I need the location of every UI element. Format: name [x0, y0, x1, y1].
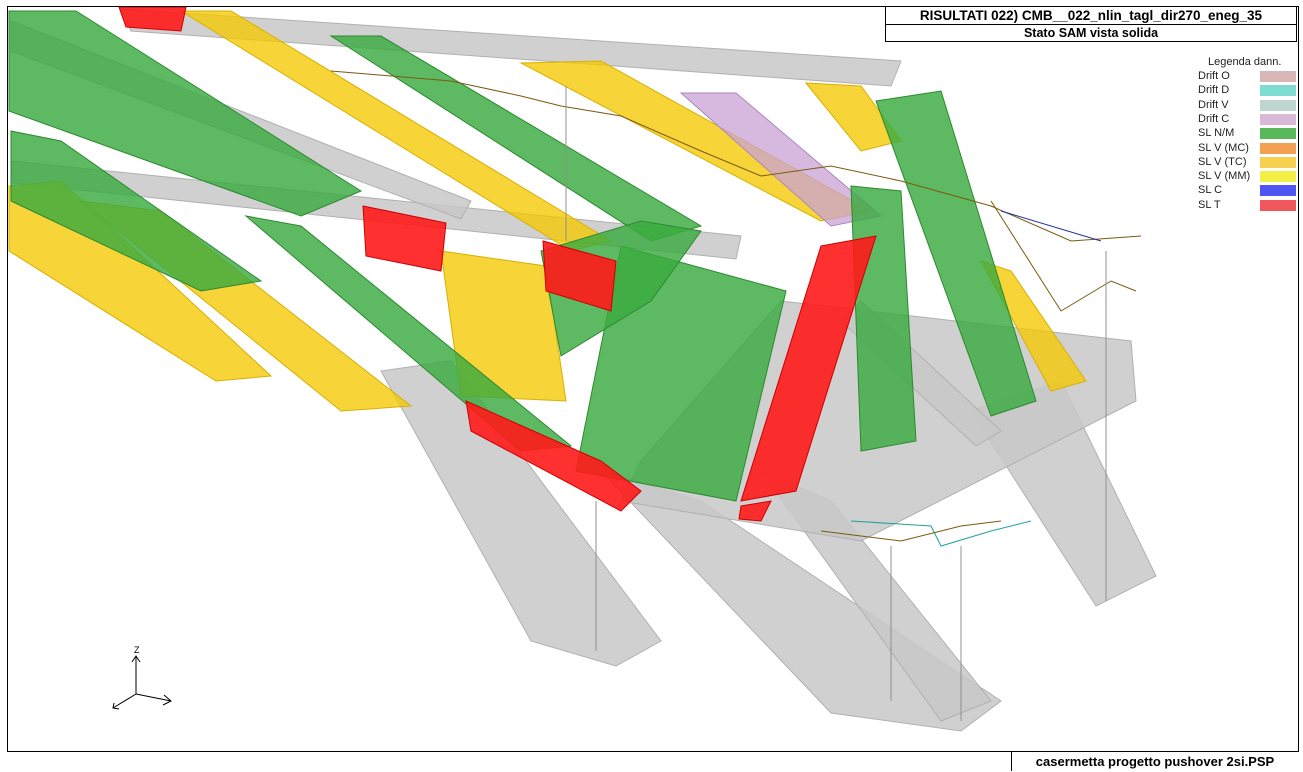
wireframe-lines	[330, 70, 1142, 721]
legend-color-swatch	[1260, 128, 1296, 140]
legend-item: Drift V	[1198, 99, 1298, 113]
legend-color-swatch	[1260, 71, 1296, 82]
legend-item: SL V (MC)	[1198, 142, 1298, 156]
legend-color-swatch	[1260, 156, 1296, 168]
view-subtitle: Stato SAM vista solida	[1023, 26, 1159, 40]
legend-item-label: SL V (TC)	[1198, 155, 1247, 168]
legend-item: SL N/M	[1198, 127, 1298, 141]
green-elements	[8, 10, 1037, 502]
red-elements	[118, 7, 877, 522]
red-bit	[738, 500, 772, 522]
legend-color-swatch	[1260, 99, 1296, 111]
model-viewport[interactable]: Z	[7, 6, 1299, 752]
legend-item-label: SL V (MM)	[1198, 170, 1251, 183]
red-block-1	[362, 205, 447, 272]
legend-item-label: SL N/M	[1198, 127, 1235, 140]
y-arrow-head	[112, 702, 120, 710]
legend-color-swatch	[1260, 199, 1296, 211]
legend-item-label: SL V (MC)	[1198, 141, 1249, 154]
red-beam-low	[465, 400, 642, 512]
legend-item: Drift O	[1198, 70, 1298, 84]
legend-color-swatch	[1260, 171, 1296, 183]
wire-brown-2	[990, 200, 1137, 312]
legend-item: Drift D	[1198, 84, 1298, 98]
x-axis	[135, 693, 172, 702]
project-filename: casermetta progetto pushover 2si.PSP	[1011, 752, 1298, 771]
legend-item: SL V (TC)	[1198, 156, 1298, 170]
legend-item-label: SL C	[1198, 184, 1223, 197]
green-wall-1	[8, 10, 363, 217]
legend-item-label: Drift O	[1198, 70, 1230, 82]
y-axis	[112, 693, 137, 709]
structural-model-3d-view[interactable]: Z	[8, 7, 1298, 751]
legend-item: SL C	[1198, 184, 1298, 198]
yellow-wall-6	[440, 250, 567, 402]
x-arrow-head	[162, 694, 172, 706]
green-wall-2	[329, 35, 703, 242]
legend-title: Legenda dann.	[1208, 56, 1282, 68]
axis-triad: Z	[112, 645, 172, 710]
z-axis-label: Z	[134, 645, 140, 655]
red-block-2	[542, 240, 617, 312]
results-title-box: RISULTATI 022) CMB__022_nlin_tagl_dir270…	[885, 6, 1297, 42]
yellow-wall-7	[979, 260, 1087, 392]
results-title: RISULTATI 022) CMB__022_nlin_tagl_dir270…	[886, 7, 1296, 25]
green-wall-4	[244, 215, 573, 452]
legend-item-label: Drift D	[1198, 84, 1230, 97]
legend-item: SL V (MM)	[1198, 170, 1298, 184]
legend-item: Drift C	[1198, 113, 1298, 127]
red-wall-tall	[740, 235, 877, 502]
legend-item-label: Drift C	[1198, 112, 1230, 125]
legend-item-label: SL T	[1198, 198, 1221, 211]
green-wall-6	[850, 185, 917, 452]
legend-color-swatch	[1260, 113, 1296, 125]
legend-item-label: Drift V	[1198, 98, 1229, 111]
red-block-top	[118, 7, 187, 32]
green-wall-3	[10, 130, 263, 292]
wire-brown-3	[820, 520, 1002, 542]
green-wall-7	[875, 90, 1037, 417]
wire-teal-1	[850, 520, 1032, 547]
wire-blue-1	[1000, 210, 1102, 242]
legend-color-swatch	[1260, 185, 1296, 197]
legend-color-swatch	[1260, 142, 1296, 154]
legend-item: SL T	[1198, 199, 1298, 213]
legend-color-swatch	[1260, 85, 1296, 97]
z-arrow-head	[131, 655, 141, 663]
